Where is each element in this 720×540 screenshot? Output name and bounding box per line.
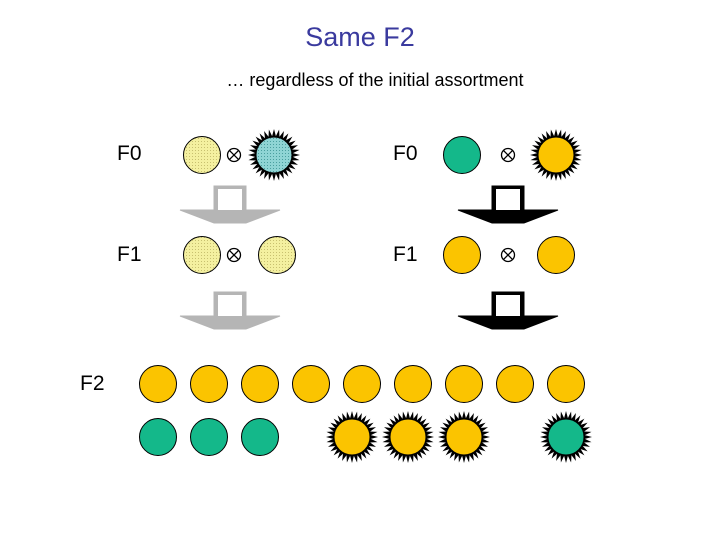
left-f1-label: F1 [117,243,142,266]
left-f1-pea-a [183,236,221,274]
left-f0-yellow-pea [183,136,221,174]
right-f1-cross-icon-diag-b [502,249,514,261]
right-f0-green-pea [443,136,481,174]
f2-label: F2 [80,372,105,395]
f2-round-green-3 [241,418,279,456]
f2-round-yellow-6 [394,365,432,403]
left-arrow-to-f1-stem-gap [218,189,242,210]
f2-round-yellow-1 [139,365,177,403]
f2-round-yellow-9 [547,365,585,403]
right-arrow-to-f1-stem-gap [496,189,520,210]
right-f0-cross-icon [500,147,516,163]
f2-round-yellow-5 [343,365,381,403]
left-f0-cross-icon [226,147,242,163]
f2-round-yellow-2 [190,365,228,403]
left-arrow-to-f2-stem-gap [218,295,242,316]
right-f0-label: F0 [393,142,418,165]
f2-round-green-1 [139,418,177,456]
right-f0-cross-icon-diag-b [502,149,514,161]
left-f1-cross-icon-diag-b [228,249,240,261]
right-arrow-to-f2-stem-gap [496,295,520,316]
right-f1-pea-a [443,236,481,274]
f2-wrinkled-yellow-2 [389,418,427,456]
left-f0-green-wrinkled-pea [255,136,293,174]
left-f1-cross-icon [226,247,242,263]
slide-subtitle: … regardless of the initial assortment [226,70,524,90]
f2-wrinkled-green-1 [547,418,585,456]
f2-round-green-2 [190,418,228,456]
f2-wrinkled-yellow-3 [445,418,483,456]
slide-title: Same F2 [305,22,415,52]
f2-round-yellow-3 [241,365,279,403]
f2-round-yellow-4 [292,365,330,403]
right-f1-pea-b [537,236,575,274]
f2-round-yellow-8 [496,365,534,403]
left-f0-cross-icon-diag-b [228,149,240,161]
left-f0-label: F0 [117,142,142,165]
right-f1-cross-icon [500,247,516,263]
right-f1-label: F1 [393,243,418,266]
f2-wrinkled-yellow-1 [333,418,371,456]
right-f0-yellow-wrinkled-pea [537,136,575,174]
f2-round-yellow-7 [445,365,483,403]
left-f1-pea-b [258,236,296,274]
